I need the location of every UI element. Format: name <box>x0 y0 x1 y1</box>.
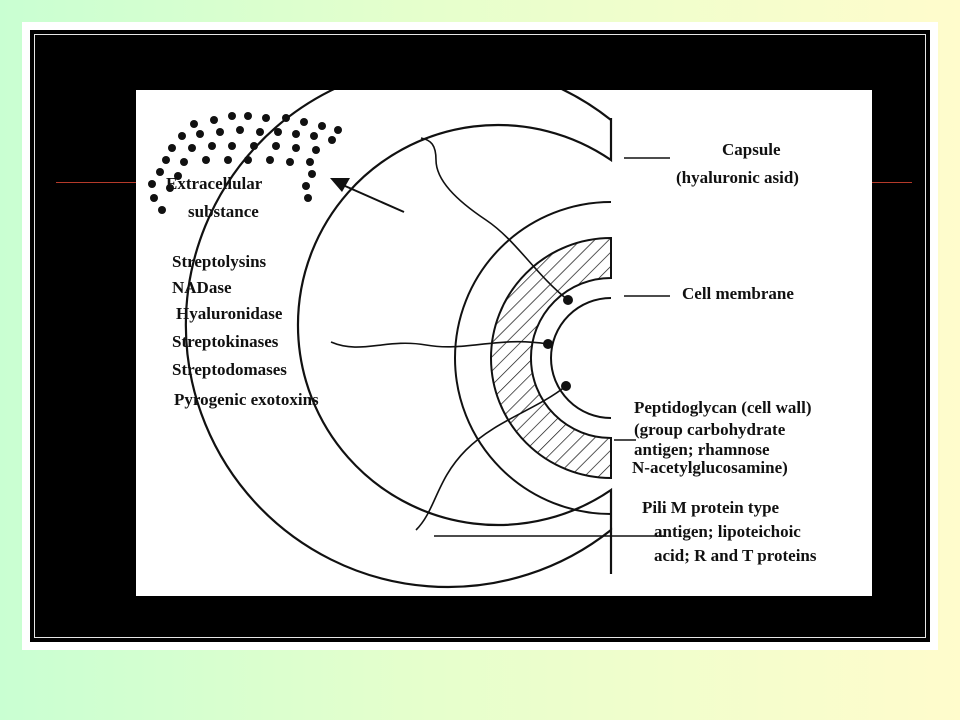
extracellular-dot <box>158 206 166 214</box>
extracellular-dot <box>236 126 244 134</box>
arrowhead-icon <box>330 178 350 192</box>
extracellular-dot <box>244 112 252 120</box>
capsule-ring-inner <box>296 120 613 530</box>
cell-membrane-label: Cell membrane <box>682 284 794 303</box>
extracellular-dot <box>224 156 232 164</box>
extracellular-dot <box>178 132 186 140</box>
extracellular-dot <box>334 126 342 134</box>
pili-label-line2: antigen; lipoteichoic <box>654 522 801 541</box>
extracellular-dot <box>318 122 326 130</box>
decorative-rule-right <box>872 182 912 183</box>
extracellular-dot <box>168 144 176 152</box>
extracellular-dot <box>202 156 210 164</box>
extracellular-dot <box>228 112 236 120</box>
extracellular-arrow-line <box>335 181 405 213</box>
extracellular-label-line2: substance <box>188 202 259 221</box>
pili-label-line1: Pili M protein type <box>642 498 780 517</box>
fibril-line-lower <box>415 385 567 531</box>
extracellular-dot <box>272 142 280 150</box>
extracellular-dot <box>150 194 158 202</box>
peptidoglycan-label-line2: (group carbohydrate <box>634 420 786 439</box>
extracellular-dot <box>262 114 270 122</box>
extracellular-dot <box>196 130 204 138</box>
extracellular-dot <box>286 158 294 166</box>
enzyme-label-2: Hyaluronidase <box>176 304 283 323</box>
extracellular-dot <box>312 146 320 154</box>
extracellular-dot <box>162 156 170 164</box>
peptidoglycan-label-line3: antigen; rhamnose <box>634 440 770 459</box>
enzyme-label-4: Streptodomases <box>172 360 287 379</box>
decorative-rule-left <box>56 182 136 183</box>
extracellular-dot <box>208 142 216 150</box>
extracellular-label-line1: Extracellular <box>166 174 263 193</box>
fibril-line-middle <box>330 340 549 348</box>
extracellular-dot <box>156 168 164 176</box>
capsule-ring-outer <box>184 90 613 589</box>
extracellular-dot <box>190 120 198 128</box>
extracellular-dot <box>216 128 224 136</box>
cell-membrane-ring <box>550 297 612 419</box>
extracellular-dot <box>210 116 218 124</box>
enzyme-label-5: Pyrogenic exotoxins <box>174 390 319 409</box>
extracellular-dot <box>274 128 282 136</box>
enzyme-label-3: Streptokinases <box>172 332 279 351</box>
extracellular-dot <box>166 184 174 192</box>
capsule-label-line2: (hyaluronic asid) <box>676 168 799 187</box>
extracellular-dot <box>266 156 274 164</box>
enzyme-label-1: NADase <box>172 278 232 297</box>
extracellular-dot <box>300 118 308 126</box>
extracellular-dot <box>328 136 336 144</box>
enzyme-label-0: Streptolysins <box>172 252 267 271</box>
extracellular-dot <box>174 172 182 180</box>
extracellular-dot <box>304 194 312 202</box>
extracellular-dot <box>310 132 318 140</box>
fibril-line-upper <box>420 137 569 301</box>
pili-label-line3: acid; R and T proteins <box>654 546 817 565</box>
cell-structure-diagram: Extracellular substance Streptolysins NA… <box>136 90 872 596</box>
extracellular-dot <box>256 128 264 136</box>
extracellular-dot <box>292 144 300 152</box>
capsule-label-line1: Capsule <box>722 140 781 159</box>
extracellular-dot <box>180 158 188 166</box>
extracellular-dot <box>292 130 300 138</box>
diagram-drawing <box>148 90 670 589</box>
peptidoglycan-hatched-band <box>490 236 612 480</box>
extracellular-dot <box>148 180 156 188</box>
extracellular-dot <box>188 144 196 152</box>
peptidoglycan-label-line1: Peptidoglycan (cell wall) <box>634 398 812 417</box>
extracellular-dots <box>148 112 342 214</box>
extracellular-dot <box>302 182 310 190</box>
cell-wall-outer-ring <box>454 201 612 515</box>
extracellular-dot <box>306 158 314 166</box>
peptidoglycan-label-line4: N-acetylglucosamine) <box>632 458 788 477</box>
extracellular-dot <box>228 142 236 150</box>
extracellular-dot <box>308 170 316 178</box>
